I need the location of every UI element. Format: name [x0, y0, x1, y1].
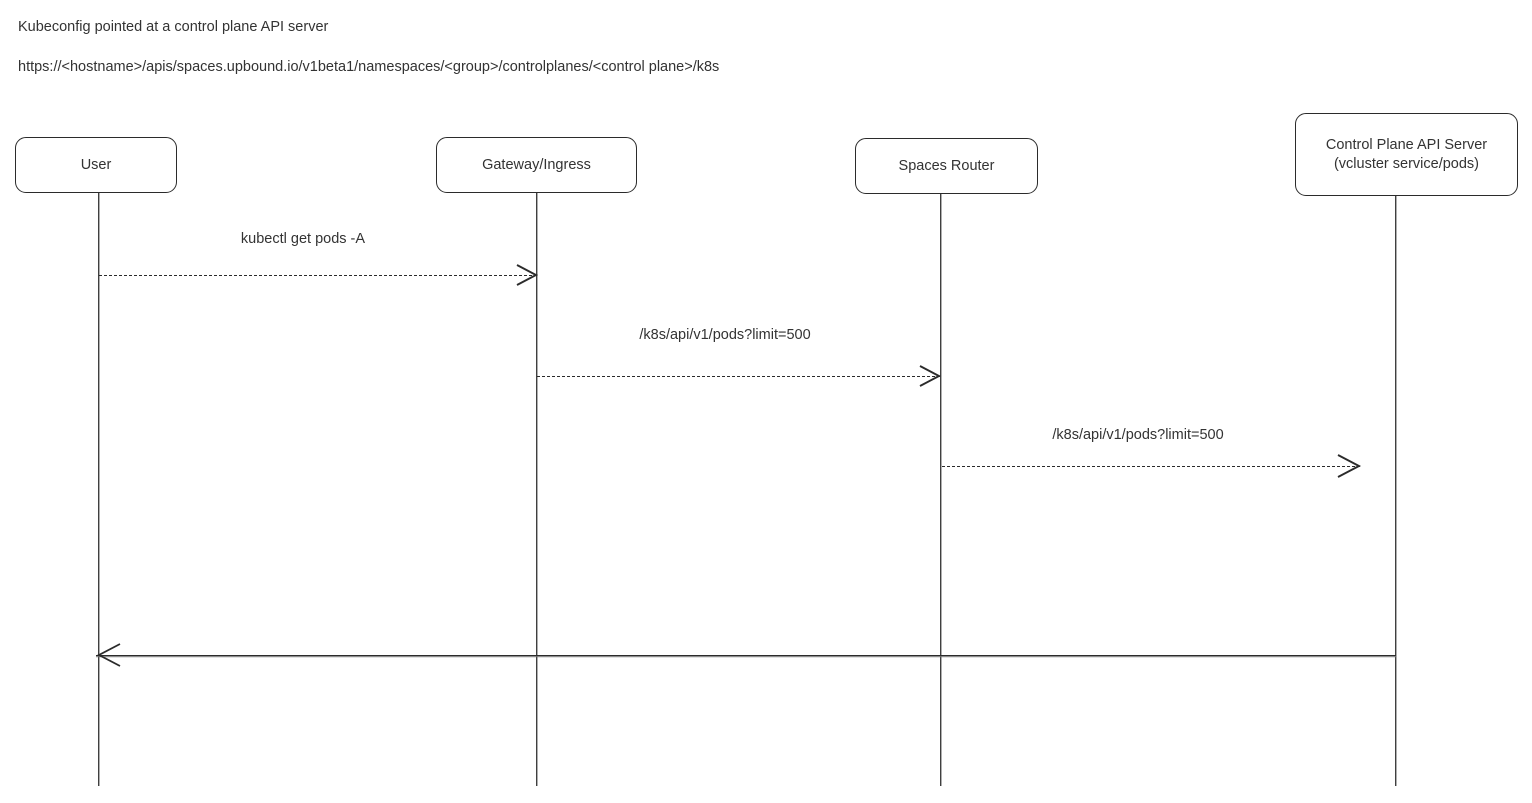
lifeline-gateway — [536, 193, 537, 786]
header-api-server-url: https://<hostname>/apis/spaces.upbound.i… — [18, 59, 720, 75]
participant-gateway[interactable]: Gateway/Ingress — [436, 137, 637, 193]
message-label-pods-request-control-plane: /k8s/api/v1/pods?limit=500 — [1052, 427, 1224, 443]
message-line — [96, 655, 1396, 656]
message-label-kubectl-get-pods: kubectl get pods -A — [240, 231, 366, 247]
lifeline-spaces-router — [940, 194, 941, 786]
participant-control-plane-label: Control Plane API Server (vcluster servi… — [1325, 136, 1488, 172]
message-line — [99, 275, 537, 276]
message-label-pods-request-router: /k8s/api/v1/pods?limit=500 — [639, 327, 811, 343]
message-line — [942, 466, 1360, 467]
participant-spaces-router-label: Spaces Router — [898, 157, 995, 174]
participant-control-plane[interactable]: Control Plane API Server (vcluster servi… — [1295, 113, 1518, 196]
header-kubeconfig-note: Kubeconfig pointed at a control plane AP… — [18, 19, 329, 35]
participant-gateway-label: Gateway/Ingress — [482, 156, 591, 173]
lifeline-control-plane — [1395, 196, 1396, 786]
lifeline-user — [98, 193, 99, 786]
participant-spaces-router[interactable]: Spaces Router — [855, 138, 1038, 194]
message-line — [537, 376, 940, 377]
participant-user-label: User — [80, 156, 112, 173]
participant-user[interactable]: User — [15, 137, 177, 193]
